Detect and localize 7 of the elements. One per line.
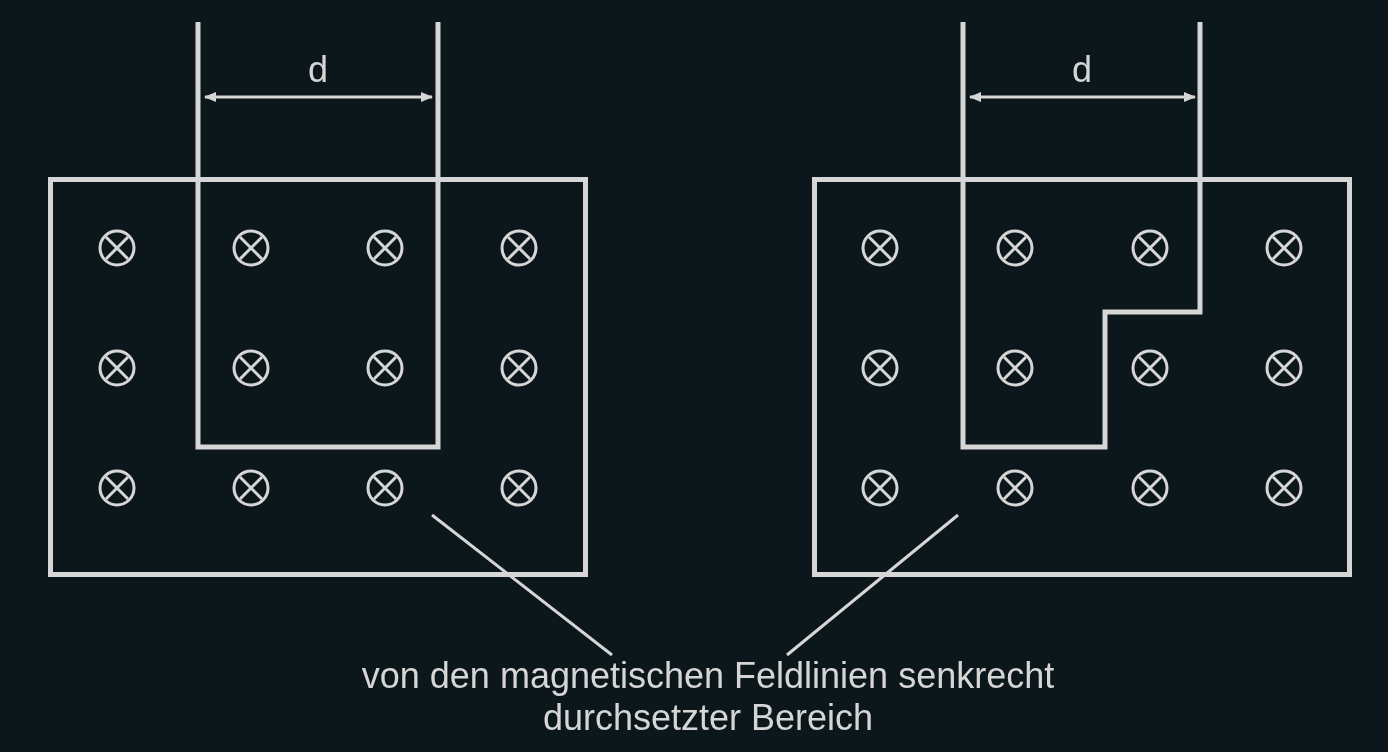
field-region xyxy=(812,177,1352,577)
field-region xyxy=(48,177,588,577)
dimension-label: d xyxy=(1072,52,1092,88)
dimension-label: d xyxy=(308,52,328,88)
leader-line xyxy=(431,513,613,657)
leader-line xyxy=(786,513,959,657)
caption-text: von den magnetischen Feldlinien senkrecht durchsetzter Bereich xyxy=(360,655,1056,739)
